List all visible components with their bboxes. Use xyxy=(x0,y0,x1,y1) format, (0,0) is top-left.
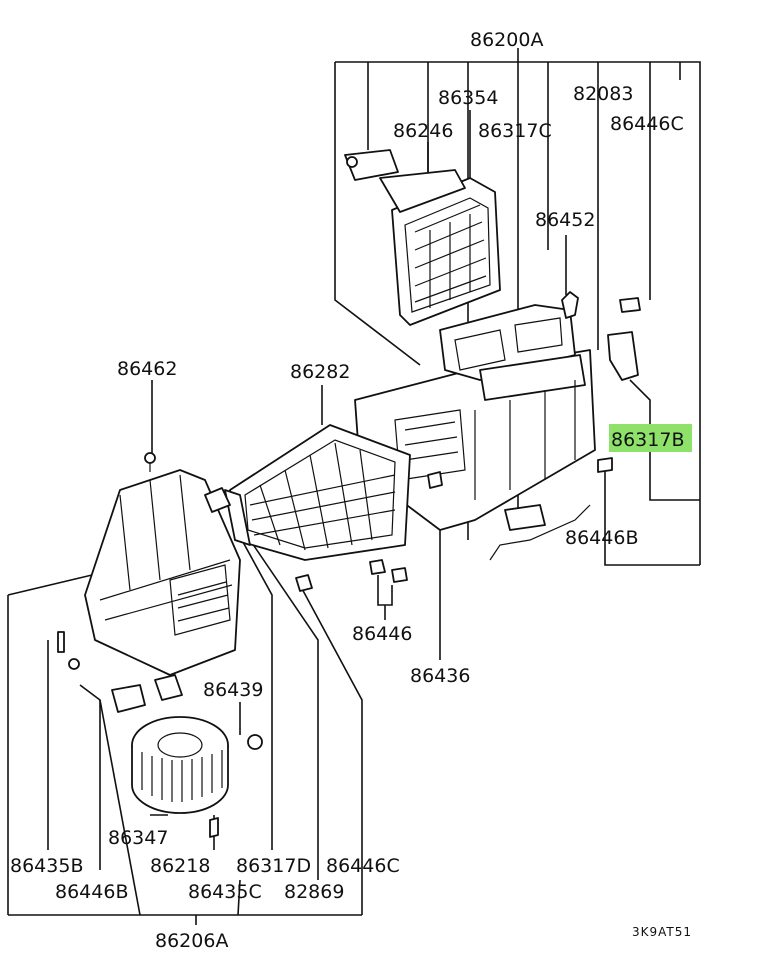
label-86347: 86347 xyxy=(108,827,168,849)
heater-case xyxy=(354,291,641,561)
part-labels: 86200A 86354 82083 86246 86317C 86446C 8… xyxy=(10,29,692,952)
blower-fan xyxy=(57,631,263,838)
label-86435c: 86435C xyxy=(188,881,262,903)
air-duct xyxy=(224,424,411,561)
label-82083: 82083 xyxy=(573,83,633,105)
label-82869: 82869 xyxy=(284,881,344,903)
label-86200a: 86200A xyxy=(470,29,543,51)
label-86282: 86282 xyxy=(290,361,350,383)
label-86246: 86246 xyxy=(393,120,453,142)
blower-case xyxy=(84,452,241,676)
label-86446c-bottom: 86446C xyxy=(326,855,400,877)
label-86317b: 86317B xyxy=(611,429,684,451)
label-86446b-bottom: 86446B xyxy=(55,881,128,903)
label-86439: 86439 xyxy=(203,679,263,701)
small-connectors xyxy=(295,457,613,592)
label-86446c-top: 86446C xyxy=(610,113,684,135)
label-86317d: 86317D xyxy=(236,855,311,877)
label-86354: 86354 xyxy=(438,87,498,109)
evaporator-core xyxy=(344,149,501,326)
highlight-86317b xyxy=(609,424,692,452)
label-86317c: 86317C xyxy=(478,120,552,142)
drawing-code: 3K9AT51 xyxy=(632,925,692,939)
label-86218: 86218 xyxy=(150,855,210,877)
label-86206a: 86206A xyxy=(155,930,228,952)
label-86446: 86446 xyxy=(352,623,412,645)
label-86436: 86436 xyxy=(410,665,470,687)
label-86452: 86452 xyxy=(535,209,595,231)
label-86435b: 86435B xyxy=(10,855,83,877)
label-86462: 86462 xyxy=(117,358,177,380)
label-86446b-right: 86446B xyxy=(565,527,638,549)
